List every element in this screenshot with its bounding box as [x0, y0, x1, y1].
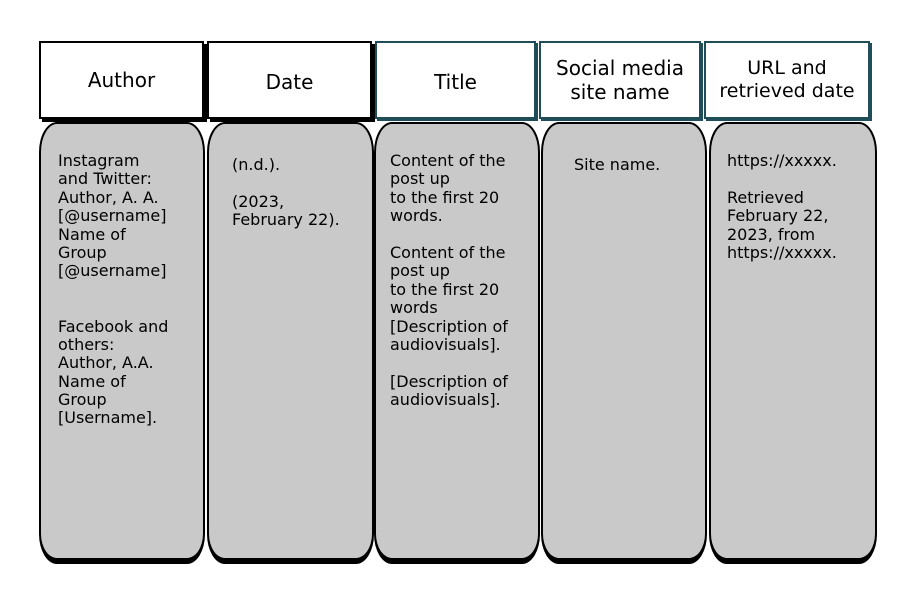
column-date-text: (n.d.). (2023, February 22).: [232, 155, 340, 230]
header-date-label: Date: [265, 70, 314, 94]
header-site-name-label: Social media site name: [556, 56, 684, 104]
header-url-label: URL and retrieved date: [719, 57, 855, 102]
header-site-name: Social media site name: [539, 41, 701, 119]
column-url-retrieved-date: https://xxxxx. Retrieved February 22, 20…: [709, 122, 877, 564]
column-date: (n.d.). (2023, February 22).: [207, 122, 374, 564]
header-author-label: Author: [87, 68, 156, 92]
header-date: Date: [207, 41, 372, 119]
header-url-retrieved-date: URL and retrieved date: [704, 41, 870, 119]
header-author: Author: [39, 41, 204, 119]
header-title: Title: [375, 41, 536, 119]
column-title: Content of the post up to the first 20 w…: [374, 122, 540, 564]
column-author-text: Instagram and Twitter: Author, A. A. [@u…: [58, 151, 169, 428]
column-site-name: Site name.: [541, 122, 707, 564]
column-title-text: Content of the post up to the first 20 w…: [390, 151, 508, 410]
header-title-label: Title: [434, 70, 477, 94]
column-author: Instagram and Twitter: Author, A. A. [@u…: [39, 122, 205, 564]
column-site-name-text: Site name.: [574, 155, 661, 174]
column-url-text: https://xxxxx. Retrieved February 22, 20…: [727, 151, 837, 262]
